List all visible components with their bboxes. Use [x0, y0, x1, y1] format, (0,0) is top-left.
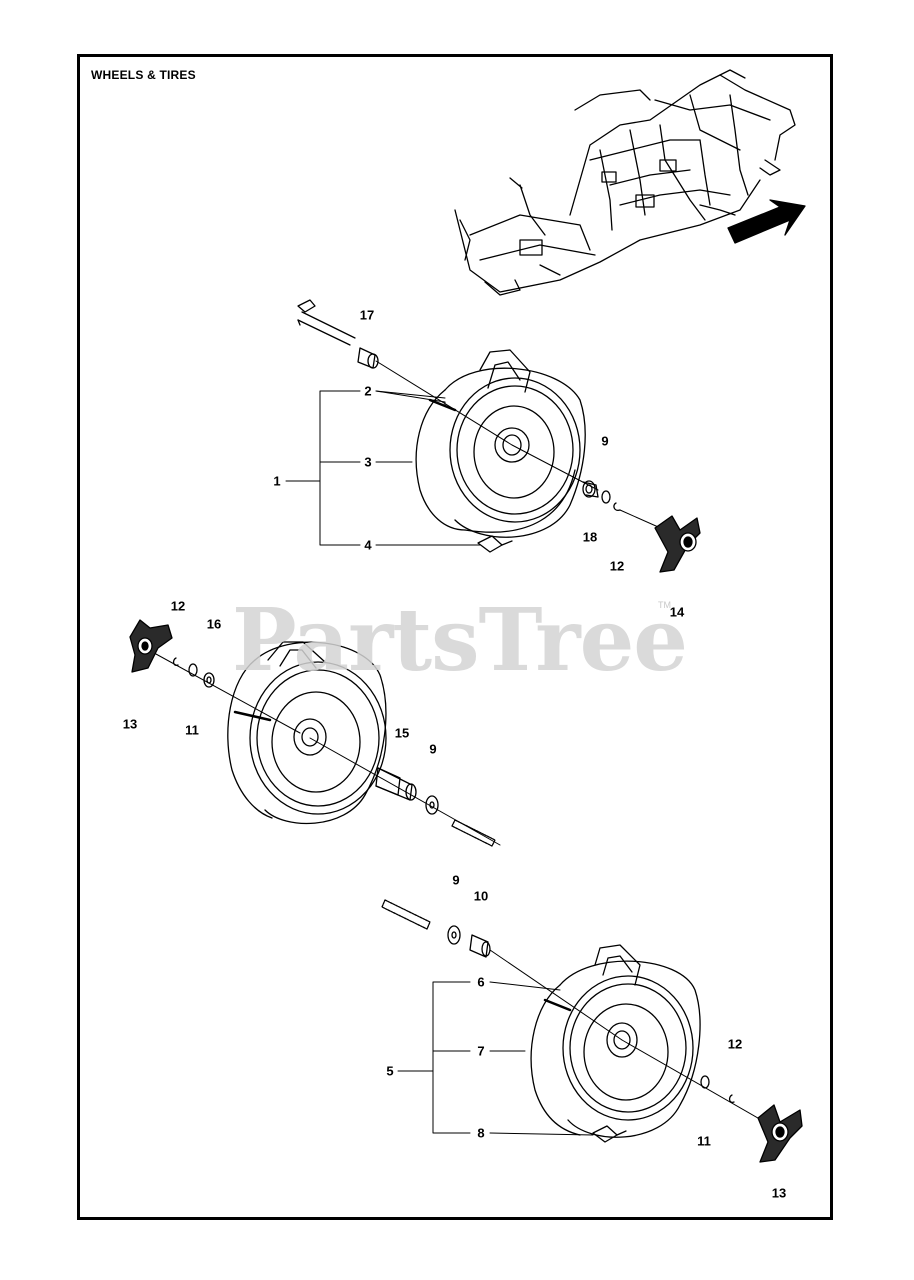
callout-9-middle: 9: [429, 741, 437, 757]
frame-chassis-illustration: [454, 69, 796, 296]
callout-4: 4: [364, 537, 372, 553]
watermark-text: PartsTree: [232, 590, 688, 691]
callout-7: 7: [477, 1043, 485, 1059]
callout-13-left: 13: [122, 716, 138, 732]
callout-6: 6: [477, 974, 485, 990]
direction-arrow-icon: [727, 199, 806, 244]
callout-10: 10: [473, 888, 489, 904]
callout-13-bottom: 13: [771, 1185, 787, 1201]
wheel-2-illustration: [129, 619, 501, 847]
callout-15: 15: [394, 725, 410, 741]
callout-18: 18: [582, 529, 598, 545]
callout-2: 2: [364, 383, 372, 399]
diagram-frame: [77, 54, 833, 1220]
callout-11-middle: 11: [185, 722, 199, 738]
callout-9-top: 9: [601, 433, 609, 449]
callout-12-bottom: 12: [727, 1036, 743, 1052]
wheel-3-illustration: [381, 899, 803, 1163]
wheel-1-illustration: [285, 299, 701, 573]
callout-5: 5: [386, 1063, 394, 1079]
callout-1: 1: [273, 473, 281, 489]
callout-8: 8: [477, 1125, 485, 1141]
callout-9-bottom: 9: [452, 872, 460, 888]
callout-11-bottom: 11: [697, 1133, 711, 1149]
callout-16: 16: [206, 616, 222, 632]
callout-12-top: 12: [609, 558, 625, 574]
callout-12-middle: 12: [170, 598, 186, 614]
callout-17: 17: [359, 307, 375, 323]
callout-3: 3: [364, 454, 372, 470]
watermark-trademark: TM: [658, 600, 671, 610]
callout-14: 14: [669, 604, 685, 620]
diagram-title: WHEELS & TIRES: [91, 68, 196, 82]
